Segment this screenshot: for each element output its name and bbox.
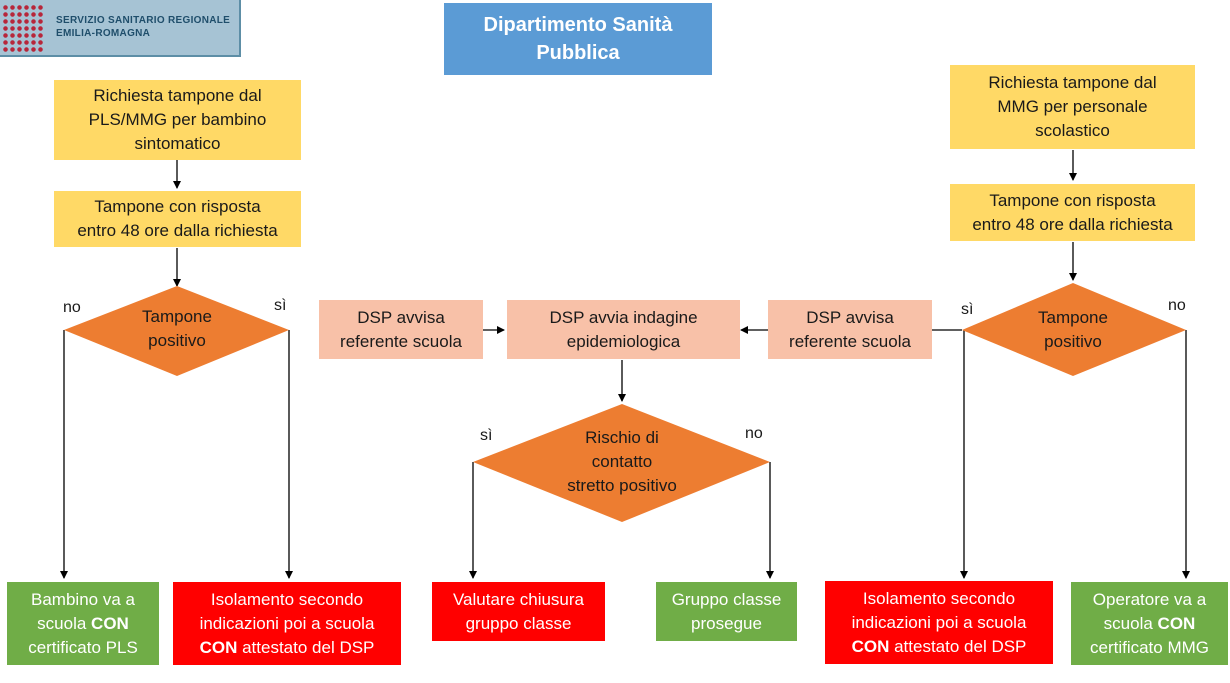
left-notify-line2: referente scuola [340, 331, 462, 351]
left-notify-box: DSP avvisa referente scuola [319, 300, 483, 359]
right-notify-line2: referente scuola [789, 331, 911, 351]
right-decision-line1: Tampone [1038, 308, 1108, 327]
center-yes-label: sì [480, 427, 493, 444]
left-decision-line1: Tampone [142, 307, 212, 326]
left-pos-line3: CON attestato del DSP [200, 636, 375, 660]
left-notify-line1: DSP avvisa [357, 307, 445, 327]
right-pos-line3-text: attestato del DSP [889, 636, 1027, 656]
left-no-label: no [63, 299, 81, 316]
logo-text: SERVIZIO SANITARIO REGIONALE EMILIA-ROMA… [56, 14, 230, 40]
left-decision-line2: positivo [148, 331, 206, 350]
center-no-line1: Gruppo classe [671, 589, 782, 609]
left-neg-line2-text: scuola [37, 613, 92, 633]
left-request-line3: sintomatico [134, 134, 221, 153]
right-notify-line1: DSP avvisa [806, 307, 894, 327]
right-pos-con: CON [851, 636, 890, 656]
center-no-label: no [745, 425, 763, 442]
center-decision-label: Rischio di contatto stretto positivo [547, 426, 697, 498]
right-swab-line2: entro 48 ore dalla richiesta [972, 214, 1173, 234]
right-neg-line1: Operatore va a [1092, 589, 1207, 609]
right-pos-line1: Isolamento secondo [862, 588, 1016, 608]
left-pos-con: CON [199, 637, 238, 657]
left-negative-outcome-box: Bambino va a scuola CON certificato PLS [7, 582, 159, 665]
right-pos-line2: indicazioni poi a scuola [851, 612, 1027, 632]
department-title-line1: Dipartimento Sanità [483, 14, 673, 36]
right-decision-label: Tampone positivo [1013, 306, 1133, 354]
left-positive-outcome-box: Isolamento secondo indicazioni poi a scu… [173, 582, 401, 665]
right-request-box: Richiesta tampone dal MMG per personale … [950, 65, 1195, 149]
right-neg-line2: scuola CON [1104, 612, 1196, 636]
right-request-line2: MMG per personale [997, 97, 1148, 116]
left-neg-line2: scuola CON [37, 612, 129, 636]
left-request-box: Richiesta tampone dal PLS/MMG per bambin… [54, 80, 301, 160]
right-neg-line2-text: scuola [1103, 613, 1158, 633]
right-negative-outcome-box: Operatore va a scuola CON certificato MM… [1071, 582, 1228, 665]
center-investigation-box: DSP avvia indagine epidemiologica [507, 300, 740, 359]
right-no-label: no [1168, 297, 1186, 314]
logo-dots-icon [2, 4, 44, 52]
right-swab-line1: Tampone con risposta [989, 190, 1156, 210]
logo-line1: SERVIZIO SANITARIO REGIONALE [56, 15, 231, 26]
left-neg-line3: certificato PLS [28, 637, 138, 657]
center-no-line2: prosegue [691, 613, 762, 633]
center-yes-outcome-box: Valutare chiusura gruppo classe [432, 582, 605, 641]
center-decision-line3: stretto positivo [567, 476, 677, 495]
right-notify-box: DSP avvisa referente scuola [768, 300, 932, 359]
right-positive-outcome-box: Isolamento secondo indicazioni poi a scu… [825, 581, 1053, 664]
logo-line2: EMILIA-ROMAGNA [56, 28, 151, 39]
left-request-line1: Richiesta tampone dal [93, 86, 262, 105]
left-pos-line1: Isolamento secondo [210, 589, 364, 609]
left-decision-diamond [64, 286, 289, 376]
department-title-line2: Pubblica [536, 42, 620, 64]
right-neg-con: CON [1157, 613, 1196, 633]
right-request-line3: scolastico [1035, 121, 1110, 140]
left-decision-label: Tampone positivo [117, 305, 237, 353]
left-pos-line3-text: attestato del DSP [237, 637, 375, 657]
right-yes-label: sì [961, 301, 974, 318]
center-no-outcome-box: Gruppo classe prosegue [656, 582, 797, 641]
right-decision-line2: positivo [1044, 332, 1102, 351]
left-request-line2: PLS/MMG per bambino [88, 110, 267, 129]
left-pos-line2: indicazioni poi a scuola [199, 613, 375, 633]
left-swab-line1: Tampone con risposta [94, 197, 261, 216]
left-neg-line1: Bambino va a [31, 589, 135, 609]
right-pos-line3: CON attestato del DSP [852, 635, 1027, 659]
left-neg-con: CON [91, 613, 129, 633]
center-investigation-line2: epidemiologica [566, 331, 681, 351]
right-request-line1: Richiesta tampone dal [988, 73, 1157, 92]
left-swab-box: Tampone con risposta entro 48 ore dalla … [54, 191, 301, 247]
center-decision-line2: contatto [591, 452, 653, 471]
right-swab-box: Tampone con risposta entro 48 ore dalla … [950, 184, 1195, 241]
center-yes-line1: Valutare chiusura [452, 589, 585, 609]
department-title: Dipartimento Sanità Pubblica [444, 3, 712, 75]
regional-health-service-logo: SERVIZIO SANITARIO REGIONALE EMILIA-ROMA… [0, 0, 241, 57]
center-decision-line1: Rischio di [585, 428, 659, 447]
center-yes-line2: gruppo classe [465, 613, 572, 633]
right-neg-line3: certificato MMG [1089, 637, 1210, 657]
left-swab-line2: entro 48 ore dalla richiesta [77, 221, 278, 240]
left-yes-label: sì [274, 297, 287, 314]
right-decision-diamond [962, 283, 1186, 376]
center-investigation-line1: DSP avvia indagine [549, 307, 698, 327]
center-decision-diamond [473, 404, 770, 522]
